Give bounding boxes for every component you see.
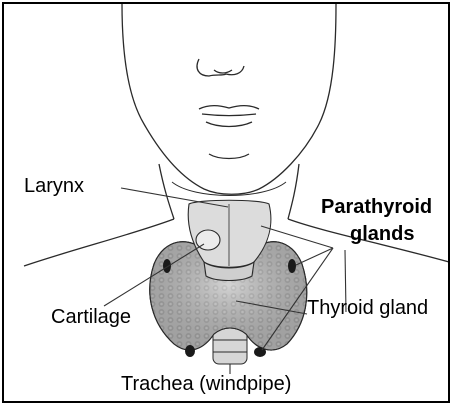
label-larynx: Larynx [24, 176, 84, 196]
leader-larynx [121, 188, 228, 207]
parathyroid-upper-left [163, 259, 171, 273]
label-trachea: Trachea (windpipe) [121, 374, 291, 394]
parathyroid-lower-right [254, 347, 266, 357]
label-parathyroid-line1: Parathyroid [321, 197, 432, 217]
diagram-frame: Larynx Parathyroid glands Cartilage Thyr… [2, 2, 450, 403]
label-parathyroid-line2: glands [350, 224, 414, 244]
label-thyroid-gland: Thyroid gland [307, 298, 428, 318]
parathyroid-lower-left [185, 345, 195, 357]
parathyroid-upper-right [288, 259, 296, 273]
label-cartilage: Cartilage [51, 307, 131, 327]
